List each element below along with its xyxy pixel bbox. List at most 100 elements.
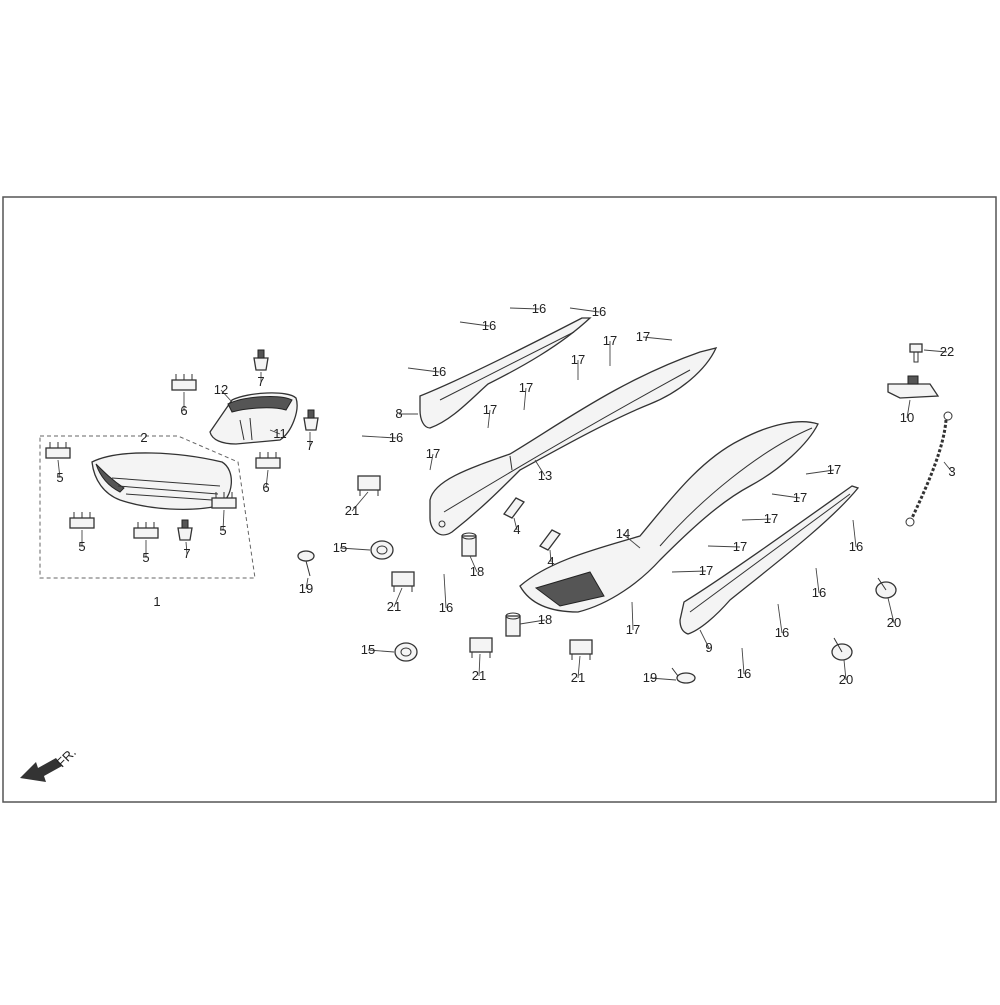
- clip-part-21-middle[interactable]: [391, 571, 415, 592]
- side-rail-part-8[interactable]: [419, 317, 592, 429]
- cushion-part-7-top[interactable]: [253, 349, 269, 371]
- callout-c21c: 21: [472, 668, 486, 683]
- callout-c13: 13: [538, 468, 552, 483]
- bumper-part-6-top[interactable]: [171, 374, 197, 391]
- leader-line-c21a: [351, 491, 369, 512]
- collar-part-18-lower[interactable]: [505, 612, 521, 637]
- leader-line-c16a: [459, 321, 490, 327]
- leader-line-c22: [923, 349, 948, 353]
- callout-c15b: 15: [361, 642, 375, 657]
- diagram-frame: [2, 196, 997, 803]
- callout-c12: 12: [214, 382, 228, 397]
- callout-c21a: 21: [345, 503, 359, 518]
- leader-line-c17f: [429, 453, 434, 471]
- callout-c4a: 4: [513, 522, 520, 537]
- callout-c8: 8: [395, 406, 402, 421]
- bumper-part-5-left[interactable]: [45, 442, 71, 459]
- callout-c5b: 5: [78, 539, 85, 554]
- seat-latch-part-10[interactable]: [887, 375, 940, 399]
- pad-part-4-right[interactable]: [539, 529, 561, 551]
- leader-line-c17d: [523, 387, 527, 411]
- seat-assembly-outline: [39, 435, 256, 579]
- cable-part-3[interactable]: [905, 411, 953, 527]
- leader-line-c17a: [642, 336, 673, 341]
- leader-line-c21c: [478, 653, 481, 677]
- leader-line-c3: [943, 461, 953, 473]
- leader-line-c17g: [805, 469, 835, 475]
- callout-c17h: 17: [793, 490, 807, 505]
- leader-line-c16h: [815, 567, 820, 594]
- leader-line-c21b: [393, 587, 403, 608]
- screw-part-19-bottom[interactable]: [671, 667, 696, 684]
- leader-line-c18b: [519, 619, 546, 625]
- leader-line-c6b: [265, 469, 269, 489]
- callout-c7b: 7: [306, 438, 313, 453]
- callout-c17a: 17: [636, 329, 650, 344]
- callout-c10: 10: [900, 410, 914, 425]
- callout-c7c: 7: [183, 546, 190, 561]
- leader-line-c17l: [631, 601, 634, 631]
- bumper-part-5-bottom-left[interactable]: [69, 512, 95, 529]
- leader-line-c16d: [407, 367, 440, 373]
- side-rail-part-9[interactable]: [679, 485, 860, 635]
- front-direction-indicator: FR.: [20, 745, 79, 782]
- collar-part-18-upper[interactable]: [461, 532, 477, 557]
- callout-c2: 2: [140, 430, 147, 445]
- leader-line-c7c: [185, 541, 188, 555]
- callout-c20a: 20: [887, 615, 901, 630]
- grommet-part-15-upper[interactable]: [370, 540, 394, 560]
- rivet-part-20-lower[interactable]: [831, 637, 853, 661]
- cushion-part-7-right[interactable]: [303, 409, 319, 431]
- side-cover-part-13[interactable]: [429, 347, 718, 536]
- callout-c5c: 5: [142, 550, 149, 565]
- leader-line-c17i: [741, 518, 772, 521]
- pad-part-4-left[interactable]: [503, 497, 525, 519]
- leader-line-c19b: [649, 677, 677, 681]
- callout-c17b: 17: [571, 352, 585, 367]
- seat-part-2[interactable]: [91, 452, 232, 511]
- callout-c19b: 19: [643, 670, 657, 685]
- bumper-part-5-bottom-right[interactable]: [211, 492, 237, 509]
- callout-c4b: 4: [547, 554, 554, 569]
- leader-line-c9: [699, 629, 710, 649]
- rear-grip-part-11[interactable]: [209, 392, 298, 445]
- callout-c16e: 16: [389, 430, 403, 445]
- callout-c17g: 17: [827, 462, 841, 477]
- grommet-part-15-lower[interactable]: [394, 642, 418, 662]
- callout-c16g: 16: [849, 539, 863, 554]
- bumper-part-6-right[interactable]: [255, 452, 281, 469]
- leader-line-c17h: [771, 493, 801, 499]
- clip-part-21-lower-right[interactable]: [569, 639, 593, 660]
- clip-part-21-lower-left[interactable]: [469, 637, 493, 658]
- callout-c17f: 17: [426, 446, 440, 461]
- callout-c17i: 17: [764, 511, 778, 526]
- leader-line-c5d: [222, 509, 225, 532]
- callout-c18a: 18: [470, 564, 484, 579]
- leader-line-c12: [220, 389, 233, 403]
- arrow-left-icon: [20, 758, 62, 782]
- callout-c15a: 15: [333, 540, 347, 555]
- callout-c16d: 16: [432, 364, 446, 379]
- callout-c3: 3: [948, 464, 955, 479]
- callout-c5d: 5: [219, 523, 226, 538]
- callout-c11: 11: [273, 426, 287, 441]
- leader-line-c19a: [305, 577, 309, 590]
- callout-c16b: 16: [532, 301, 546, 316]
- rivet-part-20-upper[interactable]: [875, 577, 897, 599]
- callout-c16h: 16: [812, 585, 826, 600]
- leader-line-c17j: [707, 545, 741, 548]
- bumper-part-5-bottom-mid[interactable]: [133, 522, 159, 539]
- screw-part-19-left[interactable]: [297, 550, 315, 577]
- leader-line-c16g: [852, 519, 857, 548]
- side-cover-part-14[interactable]: [519, 421, 819, 613]
- bolt-part-22[interactable]: [909, 343, 923, 363]
- cushion-part-7-bottom[interactable]: [177, 519, 193, 541]
- leader-line-c20a: [887, 597, 895, 624]
- leader-line-c4b: [549, 549, 552, 563]
- callout-c16c: 16: [592, 304, 606, 319]
- callout-c20b: 20: [839, 672, 853, 687]
- clip-part-21-upper[interactable]: [357, 475, 381, 496]
- callout-c16f: 16: [439, 600, 453, 615]
